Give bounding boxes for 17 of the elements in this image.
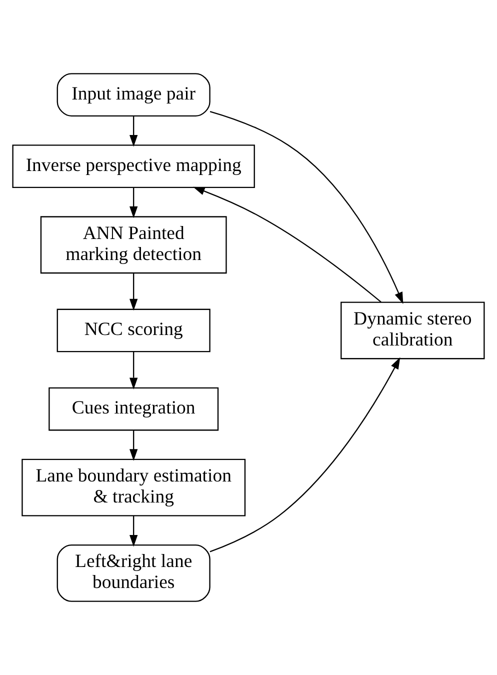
arrow	[130, 430, 138, 461]
arrow	[130, 116, 138, 147]
node-box: Dynamic stereo calibration	[340, 302, 485, 360]
node-box: Input image pair	[56, 73, 210, 116]
arrow	[193, 186, 382, 302]
arrow	[130, 273, 138, 311]
arrow	[130, 352, 138, 390]
node-box: Left&right lane boundaries	[56, 544, 210, 602]
node-box: Cues integration	[48, 387, 219, 431]
arrow	[130, 188, 138, 218]
node-box: NCC scoring	[56, 308, 210, 352]
node-box: ANN Painted marking detection	[40, 216, 227, 274]
arrow	[210, 357, 400, 552]
arrow	[210, 110, 404, 304]
arrow	[130, 516, 138, 547]
node-box: Inverse perspective mapping	[12, 144, 255, 188]
node-box: Lane boundary estimation & tracking	[22, 458, 246, 516]
